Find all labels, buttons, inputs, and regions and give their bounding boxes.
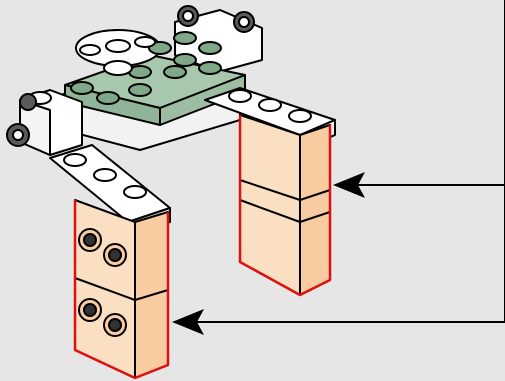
plate-studs	[70, 31, 222, 105]
pointer-lines	[195, 0, 505, 323]
arrow-left-icon	[333, 172, 365, 198]
right-leg-bricks	[238, 114, 332, 297]
left-leg-bricks	[73, 199, 170, 380]
arrow-left-icon	[172, 309, 204, 335]
technic-pins	[6, 5, 255, 147]
